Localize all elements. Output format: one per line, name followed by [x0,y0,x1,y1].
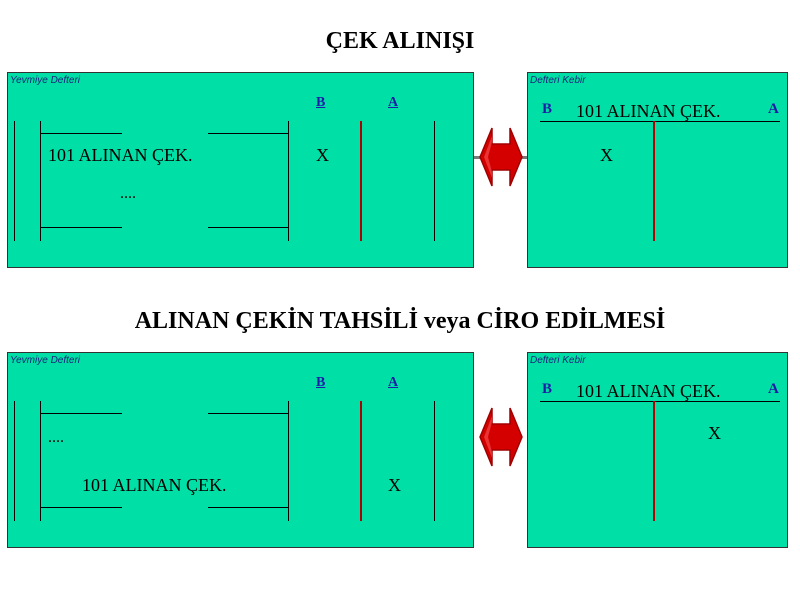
journal-panel-label: Yevmiye Defteri [10,355,81,366]
journal-bracket-left-line [40,401,41,521]
journal-column-divider [360,121,362,241]
journal-account-name: 101 ALINAN ÇEK. [48,145,193,165]
journal-bottom-right-rule [208,227,288,228]
ledger-debit-label: B [542,381,553,397]
section-title-cek-tahsili: ALINAN ÇEKİN TAHSİLİ veya CİRO EDİLMESİ [134,308,666,334]
journal-top-right-rule [208,413,288,414]
section-title-cek-alinisi: ÇEK ALINIŞI [325,28,475,54]
journal-top-left-rule [40,133,122,134]
ledger-panel-label: Defteri Kebir [530,355,586,366]
journal-panel-label: Yevmiye Defteri [10,75,81,86]
journal-placeholder-dots: .... [48,429,64,446]
journal-top-left-rule [40,413,122,414]
journal-right-border-line [434,121,435,241]
journal-bottom-left-rule [40,507,122,508]
double-headed-arrow-icon [479,407,523,467]
ledger-debit-amount: X [600,145,613,165]
journal-bottom-left-rule [40,227,122,228]
double-headed-arrow-icon [479,127,523,187]
t-account-vertical-line [653,401,655,521]
debit-column-header: B [316,375,326,390]
journal-left-border-line [14,401,15,521]
ledger-credit-label: A [768,101,779,117]
journal-top-right-rule [208,133,288,134]
journal-placeholder-dots: .... [120,185,136,202]
journal-left-border-line [14,121,15,241]
ledger-account-name: 101 ALINAN ÇEK. [576,101,721,121]
ledger-credit-amount: X [708,423,721,443]
journal-debit-amount: X [316,145,329,165]
ledger-debit-label: B [542,101,553,117]
debit-column-header: B [316,95,326,110]
ledger-credit-label: A [768,381,779,397]
journal-bracket-left-line [40,121,41,241]
ledger-panel-2: Defteri Kebir B A 101 ALINAN ÇEK. X [527,352,788,548]
ledger-panel-1: Defteri Kebir B A 101 ALINAN ÇEK. X [527,72,788,268]
t-account-horizontal-line [540,121,780,122]
journal-column-divider [360,401,362,521]
journal-panel-1: Yevmiye Defteri B A 101 ALINAN ÇEK. ....… [7,72,474,268]
journal-right-border-line [434,401,435,521]
journal-bracket-right-line [288,121,289,241]
ledger-account-name: 101 ALINAN ÇEK. [576,381,721,401]
credit-column-header: A [388,95,399,110]
journal-account-name: 101 ALINAN ÇEK. [82,475,227,495]
journal-panel-2: Yevmiye Defteri B A .... 101 ALINAN ÇEK.… [7,352,474,548]
journal-credit-amount: X [388,475,401,495]
ledger-panel-label: Defteri Kebir [530,75,586,86]
credit-column-header: A [388,375,399,390]
journal-bracket-right-line [288,401,289,521]
t-account-horizontal-line [540,401,780,402]
journal-bottom-right-rule [208,507,288,508]
t-account-vertical-line [653,121,655,241]
